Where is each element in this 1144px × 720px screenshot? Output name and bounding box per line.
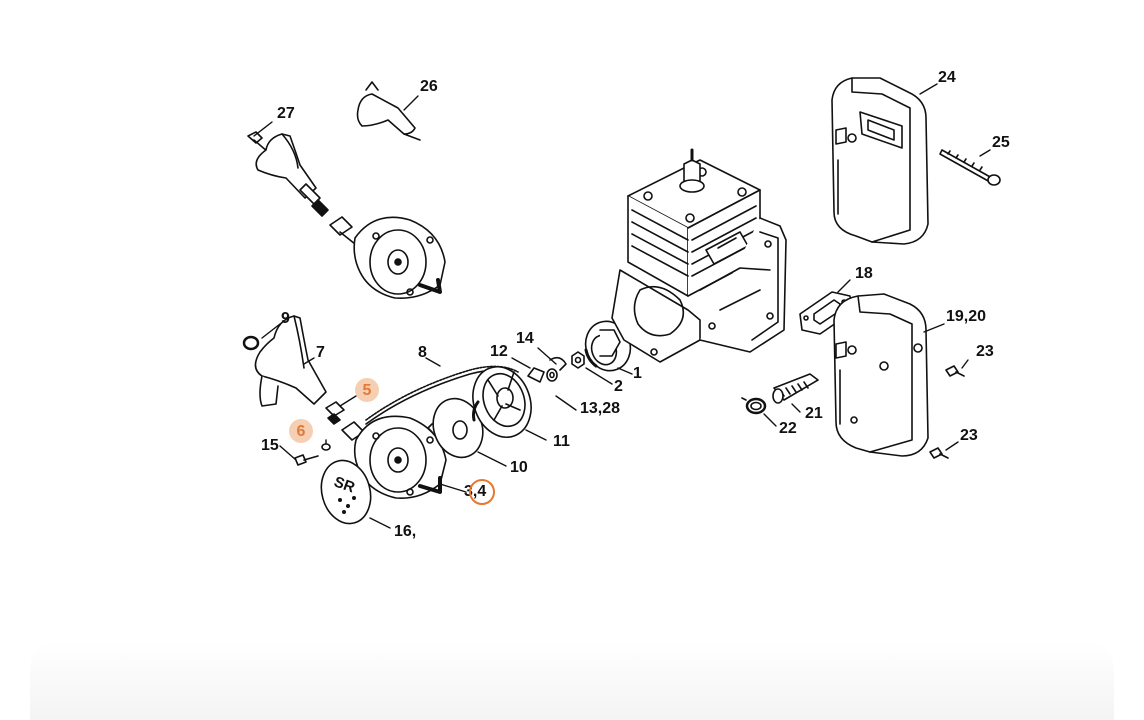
spring-clip-part-14 [549,356,567,371]
muffler-part-24 [831,77,929,245]
small-bracket-part-26 [356,81,421,141]
callout-8: 8 [418,344,427,361]
callout-6: 6 [296,423,306,440]
screw-part-15 [294,454,319,466]
callout-5: 5 [362,382,372,399]
pawl-part-12 [527,367,545,383]
callout-16: 16, [394,523,417,540]
bolt-part-25 [939,149,1001,186]
callout-27: 27 [277,105,295,122]
starter-handle-part-27 [247,131,329,217]
clamp-part-22 [741,397,767,415]
callout-5-highlight[interactable]: 5 [355,378,379,402]
callout-11: 11 [553,433,570,450]
callout-21: 21 [805,405,823,422]
callout-19-20: 19,20 [946,308,987,325]
screw-part-23-lower [929,447,949,459]
callout-7: 7 [316,344,325,361]
grommet-part-5 [325,401,345,425]
muffler-part-19-20 [833,293,929,457]
callout-18: 18 [855,265,873,282]
washer-part-13 [546,368,558,382]
callout-22: 22 [779,420,797,437]
callout-3-4-ring[interactable] [469,479,495,505]
callout-9: 9 [281,310,290,327]
callout-10: 10 [510,459,528,476]
callout-14: 14 [516,330,534,347]
callout-24: 24 [938,69,956,86]
callout-23-lower: 23 [960,427,978,444]
callout-12: 12 [490,343,508,360]
spark-arrestor-part-21 [772,373,819,404]
cover-plate-part-16: SR [320,459,372,525]
upper-starter-housing [329,216,446,300]
rope-rotor-part-11 [472,366,532,438]
callout-23-upper: 23 [976,343,994,360]
callout-15: 15 [261,437,279,454]
callout-25: 25 [992,134,1010,151]
callout-2: 2 [614,378,623,395]
engine-cylinder-crankcase [611,148,787,363]
starter-housing-part-3-4 [341,415,447,500]
callout-26: 26 [420,78,438,95]
washer-part-6 [321,443,331,451]
callout-6-highlight[interactable]: 6 [289,419,313,443]
callout-1: 1 [633,365,642,382]
starter-handle-part-7 [242,315,327,407]
bottom-fade [30,640,1114,720]
callout-13-28: 13,28 [580,400,621,417]
pawl-carrier-part-1 [584,320,632,372]
callout-leader-lines [253,83,991,529]
nut-part-2 [571,351,585,369]
screw-part-23-upper [945,365,965,377]
cover-logo-text: SR [332,473,358,496]
